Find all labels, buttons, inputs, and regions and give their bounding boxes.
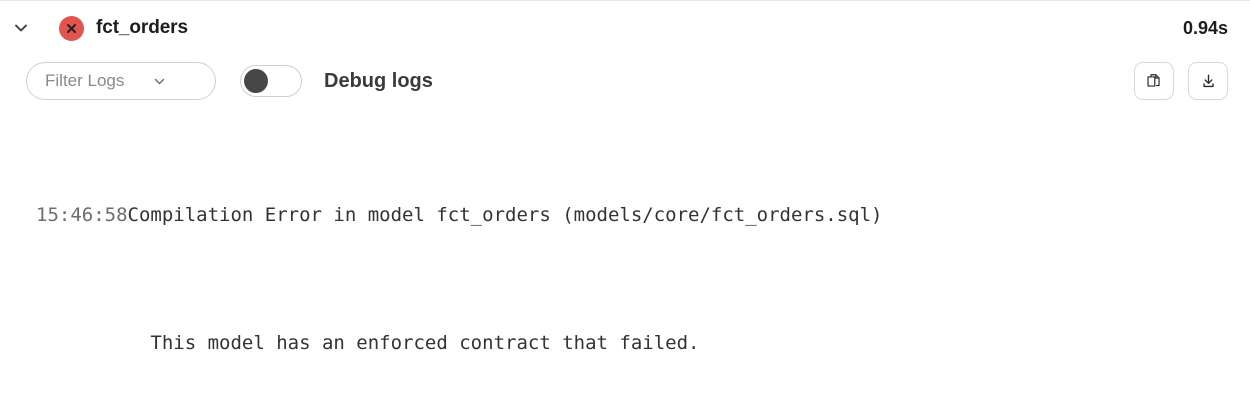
log-toolbar: Filter Logs Debug logs	[0, 55, 1250, 107]
clipped-previous-line: — — .	[36, 107, 460, 116]
copy-logs-button[interactable]	[1134, 62, 1174, 100]
log-message: Compilation Error in model fct_orders (m…	[127, 204, 883, 226]
log-timestamp: 15:46:58	[36, 204, 128, 226]
chevron-down-icon	[12, 19, 30, 37]
log-line: This model has an enforced contract that…	[36, 327, 1250, 359]
download-logs-button[interactable]	[1188, 62, 1228, 100]
log-timestamp-spacer	[36, 332, 128, 354]
model-name: fct_orders	[96, 17, 188, 38]
copy-icon	[1145, 72, 1164, 91]
debug-logs-toggle[interactable]	[240, 65, 302, 97]
expand-collapse-button[interactable]	[6, 13, 36, 43]
log-header: fct_orders 0.94s	[0, 1, 1250, 55]
filter-logs-label: Filter Logs	[45, 71, 125, 90]
debug-logs-label: Debug logs	[324, 69, 433, 92]
log-line: 15:46:58Compilation Error in model fct_o…	[36, 199, 1250, 231]
error-x-icon	[64, 21, 79, 36]
elapsed-time: 0.94s	[1182, 17, 1228, 38]
chevron-down-icon	[152, 74, 167, 89]
download-icon	[1199, 72, 1218, 91]
log-stream: 15:46:58Compilation Error in model fct_o…	[36, 135, 1250, 404]
log-message: This model has an enforced contract that…	[127, 332, 700, 354]
toggle-knob	[244, 69, 268, 93]
log-output[interactable]: — — . 15:46:58Compilation Error in model…	[0, 107, 1250, 404]
filter-logs-select[interactable]: Filter Logs	[26, 62, 216, 100]
status-badge	[59, 15, 84, 41]
